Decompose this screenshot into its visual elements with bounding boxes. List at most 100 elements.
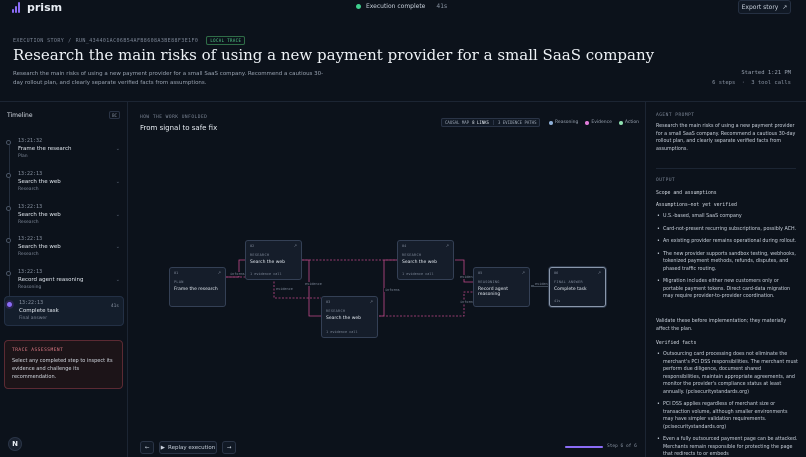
timeline-item-kind: Final answer [19,316,48,321]
action-dot-icon [618,120,623,125]
assumption-item: An existing provider remains operational… [656,238,798,246]
timeline-item-kind: Research [18,220,39,225]
validate-note: Validate these before implementation; th… [656,319,787,332]
node-meta: 41s [554,299,561,303]
assumption-item: The new provider supports sandbox testin… [656,251,798,274]
status-dot-icon [356,4,361,9]
causal-graph-edges [226,259,549,317]
timeline-dot-icon [6,238,11,243]
timeline-item-title: Frame the research [18,146,72,152]
header-divider [0,101,806,102]
next-step-button[interactable]: → [222,441,236,454]
export-story-button[interactable]: Export story ↗ [738,0,791,14]
chevron-down-icon: ⌄ [115,277,120,283]
legend-evidence: Evidence [585,120,612,125]
playback-controls: ← ▶ Replay execution → [140,441,236,454]
page-subtitle: Research the main risks of using a new p… [13,71,324,86]
play-icon: ▶ [160,444,166,451]
trace-assessment-card: TRACE ASSESSMENT Select any completed st… [4,340,123,389]
legend-reasoning: Reasoning [549,120,578,125]
edge-label: evidence [459,275,478,279]
timeline-item-time: 13:22:13 [19,300,44,306]
timeline-title: Timeline [7,112,33,119]
arrow-right-icon: → [226,444,232,451]
causal-links-count: 8 LINKS [472,120,489,125]
node-index: 01 [174,271,179,275]
expand-icon: ↗ [597,270,601,275]
node-kind: PLAN [174,280,184,284]
node-title: Search the web [250,260,286,265]
user-avatar[interactable]: N [8,437,22,451]
assessment-text: Select any completed step to inspect its… [12,358,113,380]
node-title: Record agent reasoning [478,287,508,297]
assessment-title: TRACE ASSESSMENT [12,348,64,353]
chevron-down-icon: ⌄ [115,244,120,250]
timeline-dot-icon [6,271,11,276]
breadcrumb: EXECUTION STORY / RUN_434401AC06B54AFB86… [13,36,246,45]
node-index: 05 [478,271,483,275]
causal-map-panel: HOW THE WORK UNFOLDED From signal to saf… [129,102,645,457]
logo[interactable]: prism [12,1,62,14]
timeline-item-time: 13:21:32 [18,138,43,144]
tool-call-count: 3 tool calls [751,80,791,86]
agent-prompt-text: Research the main risks of using a new p… [656,124,796,152]
status-elapsed: 41s [436,3,448,10]
verified-fact-item: Even a fully outsourced payment page can… [656,436,798,457]
prism-logo-icon [12,2,22,13]
step-count: 6 steps [712,80,736,86]
node-meta: 1 evidence call [326,330,358,334]
node-kind: RESEARCH [402,253,422,257]
verified-fact-item: Outsourcing card processing does not eli… [656,351,798,396]
timeline-dot-icon [6,206,11,211]
edge-label: informs [229,272,246,276]
edge-label: informs [459,300,476,304]
chevron-down-icon: ⌄ [115,212,120,218]
node-index: 03 [326,300,331,304]
page-title: Research the main risks of using a new p… [13,46,655,64]
output-panel[interactable]: AGENT PROMPT Research the main risks of … [645,102,806,457]
verified-fact-item: PCI DSS applies regardless of merchant s… [656,401,798,431]
node-index: 02 [250,244,255,248]
crumb-section[interactable]: EXECUTION STORY [13,37,65,44]
top-bar: prism Execution complete 41s Export stor… [0,0,806,14]
node-title: Frame the research [174,287,218,292]
node-kind: FINAL ANSWER [554,280,583,284]
timeline-item-time: 13:22:13 [18,204,43,210]
assumptions-list: U.S.-based, small SaaS companyCard-not-p… [656,213,798,306]
timeline-rail [9,144,10,304]
assumption-item: Migration includes either new customers … [656,278,798,301]
chevron-down-icon: ⌄ [115,146,120,152]
edge-1-2 [226,259,245,278]
replay-execution-button[interactable]: ▶ Replay execution [159,441,217,454]
legend-action: Action [618,120,639,125]
app-name: prism [27,1,63,14]
previous-step-button[interactable]: ← [140,441,154,454]
causal-map-summary: CAUSAL MAP 8 LINKS 3 EVIDENCE PATHS [441,118,541,127]
graph-title: From signal to safe fix [140,124,218,132]
evidence-paths-count: 3 EVIDENCE PATHS [497,120,537,125]
expand-icon: ↗ [293,243,297,248]
node-kind: RESEARCH [250,253,270,257]
timeline-item-duration: 41s [110,304,119,309]
timeline-item-title: Search the web [18,244,61,250]
step-indicator: Step 6 of 6 [607,444,637,449]
timeline-toggle-button[interactable]: BC [109,111,120,119]
timeline-dot-icon [6,140,11,145]
edge-label: evidence [534,282,553,286]
node-index: 04 [402,244,407,248]
node-title: Search the web [402,260,438,265]
